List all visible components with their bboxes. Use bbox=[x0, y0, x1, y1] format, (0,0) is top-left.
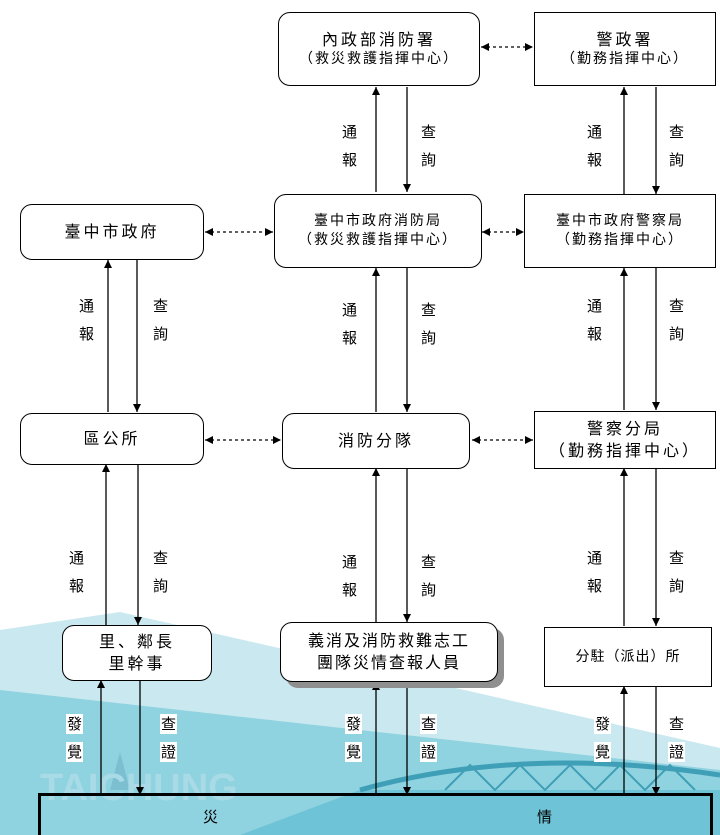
node-title: 臺中市政府警察局 bbox=[556, 213, 684, 230]
label-verify: 證 bbox=[420, 742, 438, 762]
label-discover: 發 bbox=[345, 714, 363, 734]
label-verify: 證 bbox=[668, 742, 686, 762]
label-query: 詢 bbox=[668, 324, 686, 344]
node-volunteers: 義消及消防救難志工 團隊災情查報人員 bbox=[280, 622, 498, 682]
node-city-police-bureau: 臺中市政府警察局 （勤務指揮中心） bbox=[524, 194, 716, 268]
label-query: 詢 bbox=[420, 580, 438, 600]
node-subtitle: （勤務指揮中心） bbox=[561, 51, 689, 68]
label-report: 報 bbox=[341, 328, 359, 348]
label-query: 查 bbox=[152, 296, 170, 316]
node-city-government: 臺中市政府 bbox=[20, 204, 204, 260]
label-discover: 發 bbox=[594, 714, 612, 734]
label-discover: 發 bbox=[66, 714, 84, 734]
node-subtitle: 里幹事 bbox=[108, 654, 166, 673]
node-title: 內政部消防署 bbox=[321, 29, 436, 49]
label-query: 查 bbox=[420, 552, 438, 572]
label-report: 通 bbox=[586, 122, 604, 142]
node-subtitle: （勤務指揮中心） bbox=[556, 232, 684, 248]
label-report: 通 bbox=[341, 122, 359, 142]
label-query: 查 bbox=[668, 296, 686, 316]
node-police-agency: 警政署 （勤務指揮中心） bbox=[534, 12, 716, 86]
label-query: 查 bbox=[152, 548, 170, 568]
label-verify: 證 bbox=[160, 742, 178, 762]
node-title: 臺中市政府消防局 bbox=[314, 213, 442, 230]
node-title: 里、鄰長 bbox=[98, 632, 175, 652]
label-report: 報 bbox=[586, 576, 604, 596]
node-fire-agency: 內政部消防署 （救災救護指揮中心） bbox=[278, 12, 480, 86]
label-report: 通 bbox=[586, 296, 604, 316]
label-verify: 查 bbox=[420, 714, 438, 734]
label-report: 報 bbox=[586, 150, 604, 170]
node-police-station: 分駐（派出）所 bbox=[544, 627, 712, 687]
label-report: 報 bbox=[78, 324, 96, 344]
label-report: 報 bbox=[586, 324, 604, 344]
label-query: 詢 bbox=[668, 150, 686, 170]
label-query: 詢 bbox=[420, 150, 438, 170]
label-verify: 查 bbox=[160, 714, 178, 734]
node-subtitle: （勤務指揮中心） bbox=[548, 441, 701, 460]
label-report: 報 bbox=[341, 150, 359, 170]
label-discover: 覺 bbox=[594, 742, 612, 762]
label-report: 報 bbox=[68, 576, 86, 596]
label-report: 通 bbox=[341, 300, 359, 320]
label-discover: 覺 bbox=[66, 742, 84, 762]
node-title: 警察分局 bbox=[586, 419, 663, 439]
node-title: 警政署 bbox=[596, 29, 654, 49]
label-report: 通 bbox=[586, 548, 604, 568]
label-query: 詢 bbox=[152, 576, 170, 596]
node-city-fire-bureau: 臺中市政府消防局 （救災救護指揮中心） bbox=[274, 194, 482, 268]
label-query: 詢 bbox=[420, 328, 438, 348]
label-query: 查 bbox=[668, 548, 686, 568]
label-report: 報 bbox=[341, 580, 359, 600]
label-query: 詢 bbox=[668, 576, 686, 596]
node-subtitle: （救災救護指揮中心） bbox=[298, 232, 458, 248]
label-report: 通 bbox=[68, 548, 86, 568]
label-query: 查 bbox=[420, 122, 438, 142]
label-report: 通 bbox=[78, 296, 96, 316]
label-verify: 查 bbox=[668, 714, 686, 734]
disaster-situation-bar bbox=[38, 793, 713, 835]
node-title: 分駐（派出）所 bbox=[575, 648, 681, 665]
node-district-office: 區公所 bbox=[20, 413, 204, 465]
node-title: 義消及消防救難志工 bbox=[307, 631, 470, 651]
node-title: 區公所 bbox=[83, 429, 141, 449]
label-report: 通 bbox=[341, 552, 359, 572]
node-subtitle: （救災救護指揮中心） bbox=[299, 51, 459, 68]
disaster-label-right: 情 bbox=[537, 808, 553, 826]
node-police-precinct: 警察分局 （勤務指揮中心） bbox=[534, 411, 716, 469]
disaster-label-left: 災 bbox=[203, 808, 219, 826]
label-query: 查 bbox=[668, 122, 686, 142]
node-title: 臺中市政府 bbox=[64, 222, 160, 242]
label-query: 詢 bbox=[152, 324, 170, 344]
node-subtitle: 團隊災情查報人員 bbox=[316, 653, 461, 672]
node-fire-squad: 消防分隊 bbox=[282, 413, 470, 469]
label-query: 查 bbox=[420, 300, 438, 320]
node-village-chief: 里、鄰長 里幹事 bbox=[62, 625, 212, 681]
node-title: 消防分隊 bbox=[337, 431, 414, 451]
label-discover: 覺 bbox=[345, 742, 363, 762]
